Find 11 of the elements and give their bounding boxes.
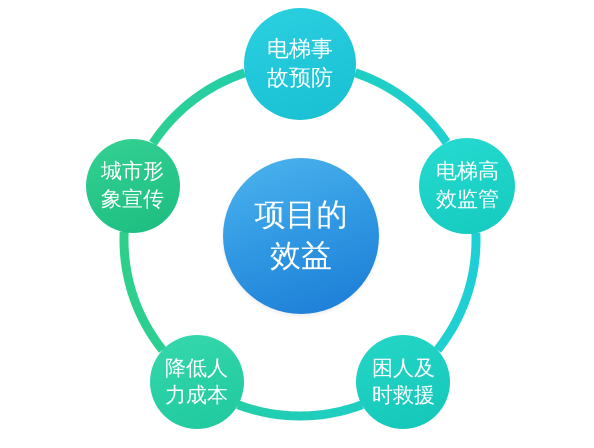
node-label: 困人及时救援: [372, 354, 435, 410]
connector-arc: [149, 68, 246, 146]
connector-arc: [236, 400, 364, 420]
center-title: 项目的效益: [254, 196, 348, 276]
connector-arc: [354, 68, 450, 145]
node-label: 电梯事故预防: [267, 36, 333, 93]
connector-arc: [120, 232, 166, 353]
connector-arc: [434, 232, 480, 353]
node-label: 电梯高效监管: [436, 158, 499, 213]
node-label: 降低人力成本: [165, 354, 228, 410]
node-label: 城市形象宣传: [101, 158, 164, 213]
